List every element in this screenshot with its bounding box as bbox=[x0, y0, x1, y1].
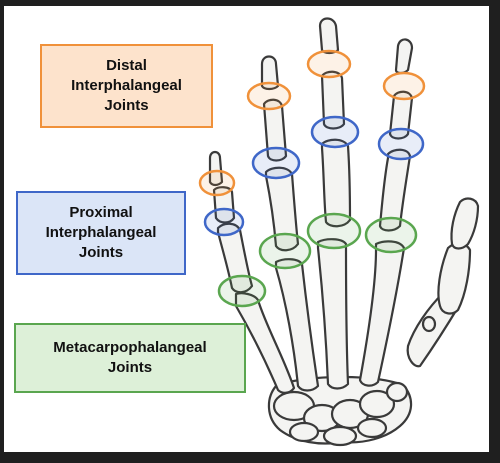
bones bbox=[208, 17, 480, 447]
ring-finger-phalanges bbox=[260, 55, 300, 252]
hand-skeleton-illustration bbox=[198, 17, 480, 447]
distal-joint-markers bbox=[198, 49, 426, 197]
distal-interphalangeal-label: Distal Interphalangeal Joints bbox=[40, 44, 213, 128]
diagram-canvas: Distal Interphalangeal Joints Proximal I… bbox=[4, 6, 489, 452]
index-finger-phalanges bbox=[378, 38, 414, 232]
middle-finger-phalanges bbox=[318, 17, 352, 228]
proximal-joint-ring-middle-finger bbox=[310, 115, 360, 149]
distal-label-line-3: Joints bbox=[104, 97, 149, 114]
mcp-label-line-1: Metacarpophalangeal bbox=[53, 339, 207, 356]
proximal-label-line-1: Proximal bbox=[69, 204, 133, 221]
distal-joint-ring-index-finger bbox=[382, 71, 426, 101]
proximal-label-line-3: Joints bbox=[78, 244, 124, 261]
metacarpal-bones bbox=[234, 238, 462, 394]
mcp-joint-ring-index-finger bbox=[364, 216, 418, 254]
mcp-label-line-2: Joints bbox=[107, 359, 153, 376]
distal-label-line-1: Distal bbox=[106, 57, 147, 74]
distal-joint-ring-ring-finger bbox=[246, 81, 292, 111]
distal-label-line-2: Interphalangeal bbox=[71, 77, 182, 94]
proximal-interphalangeal-label: Proximal Interphalangeal Joints bbox=[16, 191, 186, 275]
distal-joint-ring-middle-finger bbox=[306, 49, 352, 79]
carpal-bones bbox=[267, 375, 413, 447]
proximal-joint-markers bbox=[203, 115, 425, 237]
distal-joint-ring-little-finger bbox=[198, 169, 236, 197]
proximal-joint-ring-ring-finger bbox=[251, 146, 301, 180]
proximal-joint-ring-index-finger bbox=[377, 127, 425, 161]
thumb-phalanges bbox=[421, 197, 480, 333]
mcp-joint-ring-little-finger bbox=[217, 274, 267, 308]
metacarpophalangeal-label: Metacarpophalangeal Joints bbox=[14, 323, 246, 393]
proximal-label-line-2: Interphalangeal bbox=[45, 224, 157, 241]
mcp-joint-markers bbox=[217, 212, 418, 308]
proximal-joint-ring-little-finger bbox=[203, 207, 245, 237]
mcp-joint-ring-ring-finger bbox=[258, 232, 312, 270]
mcp-joint-ring-middle-finger bbox=[306, 212, 362, 250]
